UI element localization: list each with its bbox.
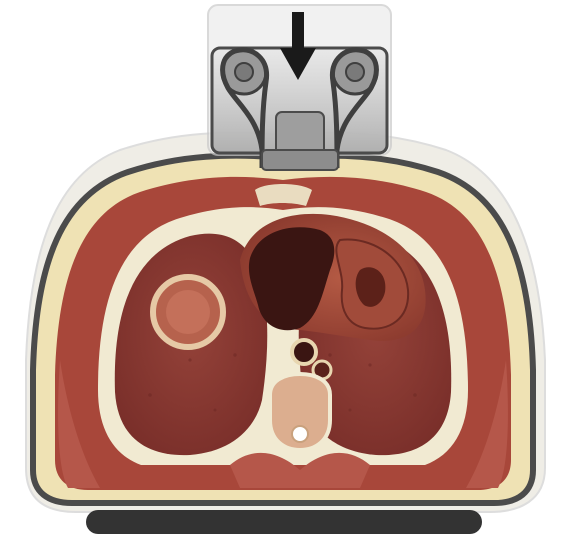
sternum xyxy=(255,184,312,206)
backboard xyxy=(86,510,482,534)
compression-device xyxy=(208,5,391,170)
aorta-lumen xyxy=(166,290,210,334)
spinal-canal xyxy=(292,426,308,442)
left-roller-hub xyxy=(235,63,253,81)
plunger-pad xyxy=(262,150,338,170)
right-roller-hub xyxy=(346,63,364,81)
esophagus xyxy=(292,340,316,364)
